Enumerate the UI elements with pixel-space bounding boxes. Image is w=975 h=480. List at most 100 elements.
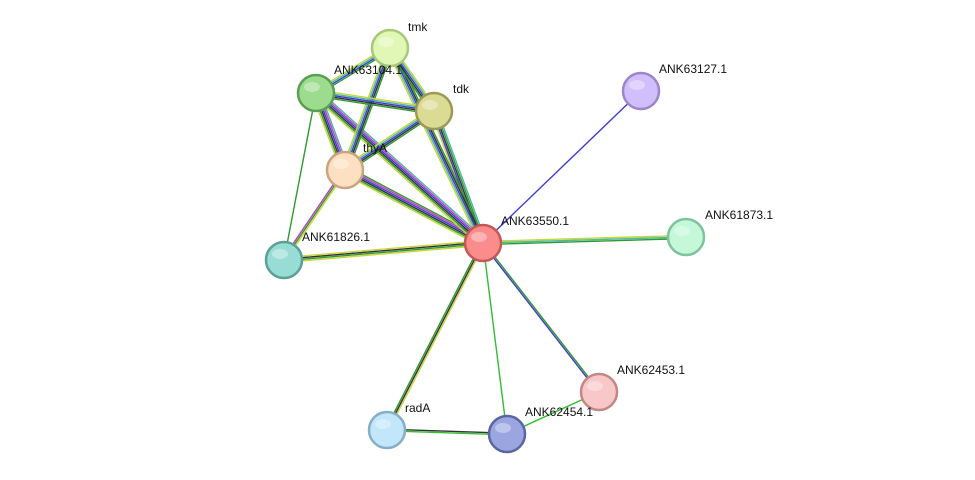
node-highlight [495,423,511,433]
node-label: tmk [408,20,428,34]
node-highlight [587,381,603,391]
node-ank62453-1[interactable]: ANK62453.1 [579,363,685,412]
edge-evidence-line [387,428,508,434]
edge-ank63550-1-ank63127-1[interactable] [482,90,642,244]
node-ank61826-1[interactable]: ANK61826.1 [264,230,370,280]
edge-evidence-line [342,47,390,170]
edge-evidence-line [482,242,508,435]
edge-ank63550-1-rada[interactable] [384,241,486,432]
edge-evidence-line [483,242,601,392]
node-circle[interactable] [666,217,706,257]
node-label: ANK63104.1 [334,63,402,77]
node-tmk[interactable]: tmk [370,20,428,68]
edge-evidence-line [347,48,394,172]
node-highlight [333,159,349,169]
edge-evidence-line [482,236,687,244]
edge-evidence-line [345,48,393,171]
node-circle[interactable] [325,150,365,190]
node-ank63104-1[interactable]: ANK63104.1 [296,63,402,113]
edge-ank63104-1-ank61826-1[interactable] [283,92,317,261]
node-label: ANK63127.1 [659,62,727,76]
edge-evidence-line [317,90,486,242]
node-highlight [422,100,438,110]
edge-thya-tmk[interactable] [341,46,394,172]
edge-evidence-line [284,243,484,262]
node-circle[interactable] [463,223,503,263]
node-circle[interactable] [414,91,454,131]
edge-evidence-line [315,93,434,114]
edge-evidence-line [284,244,484,264]
node-label: radA [405,401,430,415]
edge-evidence-line [312,95,481,247]
node-highlight [629,80,645,90]
edge-ank63550-1-ank63104-1[interactable] [312,89,487,247]
edge-evidence-line [384,241,483,430]
edge-evidence-line [315,95,434,115]
edge-evidence-line [318,89,487,241]
edge-evidence-line [387,48,483,244]
node-thya[interactable]: thyA [325,141,387,190]
edge-ank63550-1-ank62453-1[interactable] [481,242,601,393]
node-highlight [378,37,394,47]
node-circle[interactable] [370,28,410,68]
edge-ank63550-1-ank62454-1[interactable] [482,242,508,435]
edge-evidence-line [316,91,485,243]
node-label: ANK61826.1 [302,230,370,244]
node-highlight [375,419,391,429]
node-highlight [272,249,288,259]
node-highlight [304,82,320,92]
edge-evidence-line [283,92,317,261]
edge-evidence-line [316,89,435,109]
node-highlight [471,232,487,242]
edge-evidence-line [390,47,486,243]
edge-evidence-line [344,170,483,245]
node-label: ANK63550.1 [501,214,569,228]
node-label: tdk [453,82,470,96]
node-label: thyA [363,141,387,155]
edge-evidence-line [389,47,484,244]
node-label: ANK62453.1 [617,363,685,377]
edge-ank63550-1-tmk[interactable] [386,46,487,245]
edge-evidence-line [344,47,391,171]
edge-evidence-line [483,237,687,246]
node-circle[interactable] [487,414,527,454]
node-ank63550-1[interactable]: ANK63550.1 [463,214,569,263]
edge-evidence-line [283,239,483,259]
edge-evidence-line [341,46,388,170]
edge-evidence-line [481,243,599,393]
edge-evidence-line [313,94,482,246]
edge-evidence-line [345,168,484,243]
edge-evidence-line [386,242,484,431]
edge-evidence-line [386,430,507,436]
node-rada[interactable]: radA [367,401,430,450]
node-circle[interactable] [367,410,407,450]
edge-evidence-line [482,234,686,243]
edge-evidence-line [343,171,483,246]
node-circle[interactable] [621,71,661,111]
edge-evidence-line [482,90,642,244]
node-circle[interactable] [264,240,304,280]
edge-ank63550-1-ank61826-1[interactable] [283,239,484,264]
node-ank63127-1[interactable]: ANK63127.1 [621,62,727,111]
edge-ank63550-1-ank61873-1[interactable] [482,234,687,246]
node-circle[interactable] [296,73,336,113]
node-highlight [674,226,690,236]
node-ank61873-1[interactable]: ANK61873.1 [666,208,773,257]
edge-evidence-line [387,243,486,432]
node-ank62454-1[interactable]: ANK62454.1 [487,405,593,454]
edge-evidence-line [386,49,481,245]
edge-evidence-line [283,241,483,260]
edge-evidence-line [436,109,487,243]
node-circle[interactable] [579,372,619,412]
edge-evidence-line [342,172,482,248]
edge-evidence-line [314,93,483,245]
edge-evidence-line [316,90,435,111]
node-label: ANK62454.1 [525,405,593,419]
edge-evidence-line [315,92,435,112]
edge-ank63104-1-tdk[interactable] [315,89,435,115]
edge-rada-ank62454-1[interactable] [386,428,508,436]
node-label: ANK61873.1 [705,208,773,222]
node-tdk[interactable]: tdk [414,82,470,131]
